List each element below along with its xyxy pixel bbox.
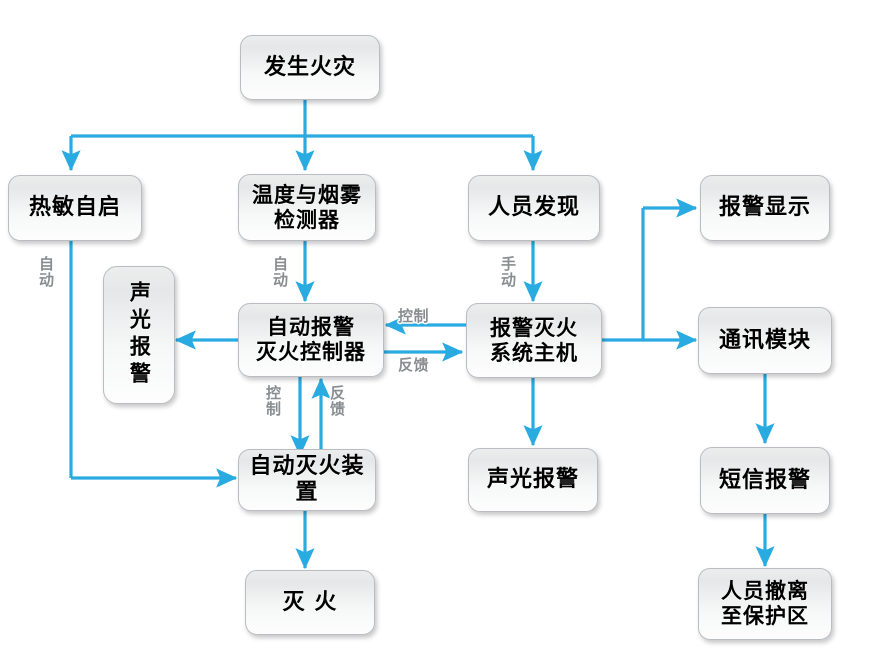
edge-label-control-controller-to-device: 控制 — [264, 385, 282, 417]
node-sound-light-alarm-left-label: 声光报警 — [127, 281, 152, 389]
node-fire-extinguished-label: 灭 火 — [282, 589, 338, 615]
node-fire-extinguished[interactable]: 灭 火 — [245, 570, 375, 635]
node-controller-line1: 自动报警 — [267, 315, 355, 340]
edge-label-auto-detector: 自动 — [271, 256, 289, 288]
node-sound-light-alarm-left[interactable]: 声光报警 — [103, 266, 175, 404]
node-temp-smoke-detector-line2: 检测器 — [274, 207, 340, 232]
node-communication-module[interactable]: 通讯模块 — [698, 307, 832, 374]
node-person-discovery-label: 人员发现 — [487, 195, 580, 221]
edge-label-auto-thermal: 自动 — [37, 256, 55, 288]
node-alarm-display[interactable]: 报警显示 — [700, 175, 830, 241]
node-host-line1: 报警灭火 — [490, 315, 578, 340]
node-sound-light-alarm-right-label: 声光报警 — [486, 467, 579, 493]
node-fire[interactable]: 发生火灾 — [240, 35, 380, 100]
node-host-line2: 系统主机 — [490, 340, 578, 365]
node-evacuate-to-protected-area[interactable]: 人员撤离 至保护区 — [698, 568, 832, 640]
node-auto-alarm-extinguish-controller[interactable]: 自动报警 灭火控制器 — [238, 303, 384, 377]
node-alarm-extinguish-system-host[interactable]: 报警灭火 系统主机 — [466, 303, 602, 378]
node-evacuate-line2: 至保护区 — [721, 604, 809, 628]
node-person-discovery[interactable]: 人员发现 — [468, 175, 600, 241]
node-thermal-self-start[interactable]: 热敏自启 — [8, 175, 142, 241]
node-evacuate-line1: 人员撤离 — [721, 579, 809, 604]
node-thermal-self-start-label: 热敏自启 — [28, 195, 121, 221]
edge-label-feedback-controller-to-host: 反馈 — [398, 356, 430, 374]
node-alarm-display-label: 报警显示 — [718, 195, 811, 221]
node-auto-extinguishing-device-label: 自动灭火装置 — [249, 454, 365, 505]
node-temp-smoke-detector-line1: 温度与烟雾 — [252, 182, 362, 207]
edge-label-control-host-to-controller: 控制 — [398, 307, 430, 325]
node-sound-light-alarm-right[interactable]: 声光报警 — [468, 448, 598, 512]
node-sms-alarm-label: 短信报警 — [718, 467, 811, 493]
edge-label-feedback-device-to-controller: 反馈 — [328, 385, 346, 417]
node-auto-extinguishing-device[interactable]: 自动灭火装置 — [238, 449, 376, 511]
node-controller-line2: 灭火控制器 — [256, 340, 366, 364]
node-fire-label: 发生火灾 — [263, 54, 356, 80]
edge-label-manual-person: 手动 — [499, 256, 517, 288]
node-temp-smoke-detector[interactable]: 温度与烟雾 检测器 — [238, 174, 376, 241]
node-sms-alarm[interactable]: 短信报警 — [700, 447, 830, 514]
node-communication-module-label: 通讯模块 — [718, 327, 811, 353]
